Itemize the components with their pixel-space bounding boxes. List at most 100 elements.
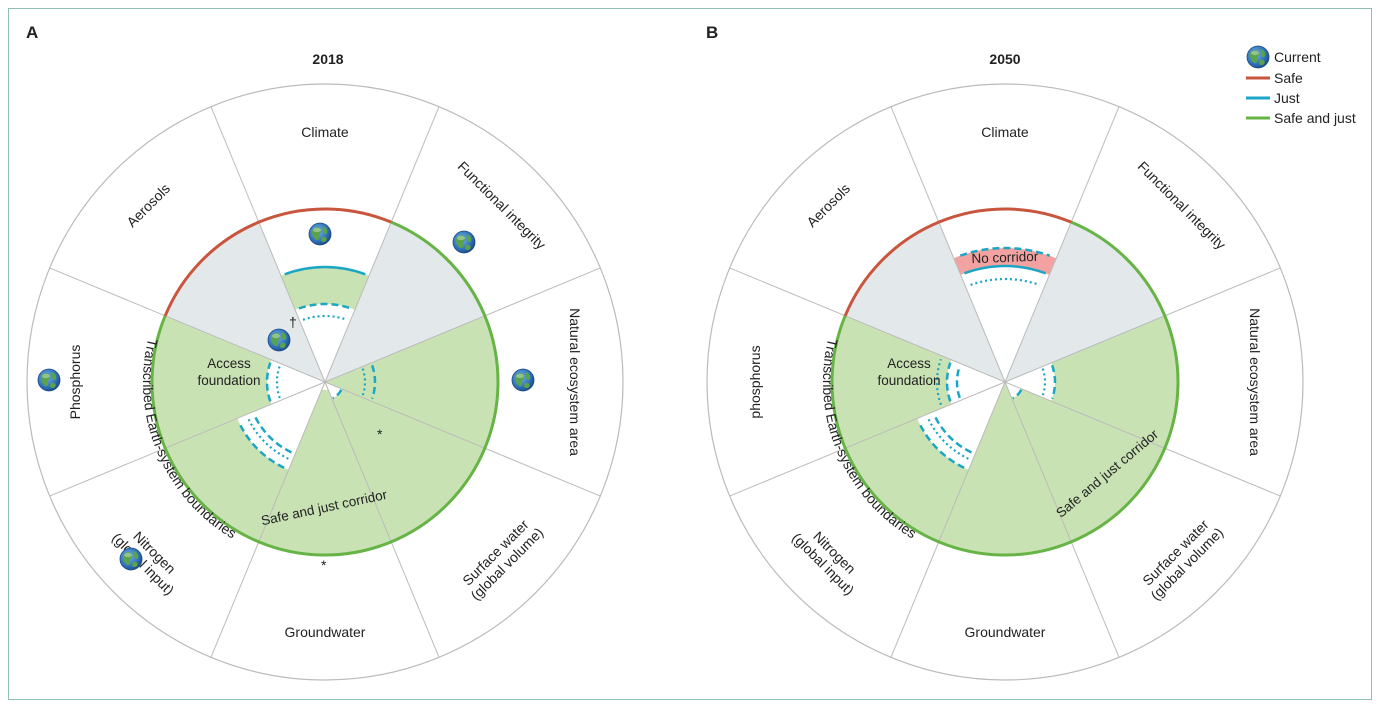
access-cutout	[1005, 362, 1055, 402]
legend-label-just: Just	[1274, 90, 1300, 106]
segment-divider	[49, 381, 326, 497]
segment-divider	[324, 106, 440, 383]
corridor-fill	[151, 266, 498, 555]
segment-divider	[1004, 381, 1120, 658]
globe-icon	[37, 368, 61, 392]
just-line-dotted	[302, 314, 348, 321]
grey-wedge-functional-integrity	[325, 222, 485, 382]
segment-label-natural-ecosystem-area: Natural ecosystem area	[567, 308, 583, 456]
segment-divider	[49, 267, 326, 383]
segment-label-functional-integrity: Functional integrity	[1135, 158, 1229, 252]
segment-label-aerosols: Aerosols	[123, 180, 173, 230]
panel-a-year: 2018	[312, 51, 343, 67]
segment-label-nitrogen: Nitrogen(global input)	[789, 518, 869, 598]
just-line	[963, 264, 1047, 275]
asterisk-marker: *	[321, 557, 327, 573]
segment-divider	[1004, 381, 1281, 497]
legend-item-just: Just	[1246, 90, 1300, 106]
segment-divider	[210, 381, 326, 658]
access-cutout	[946, 359, 1005, 405]
just-line-dashed	[945, 362, 952, 402]
just-line-dotted	[970, 277, 1040, 286]
safe-boundary-line	[843, 207, 1072, 317]
just-line-dashed	[955, 365, 961, 399]
safe-and-just-boundary-line	[830, 220, 1180, 557]
legend-label-current: Current	[1274, 49, 1321, 65]
panel-a-label: A	[26, 23, 38, 42]
just-line-dashed	[265, 362, 272, 402]
segment-label-phosphorus: phosphorus	[747, 345, 763, 418]
just-line-dashed	[332, 389, 343, 400]
safe-and-just-boundary-line	[150, 220, 500, 557]
just-line-dotted	[361, 368, 367, 396]
segment-label-climate: Climate	[981, 124, 1029, 140]
just-line-dotted	[1041, 368, 1047, 396]
segment-divider	[729, 267, 1006, 383]
just-lines	[238, 265, 377, 469]
access-cutout	[237, 382, 325, 470]
segment-divider	[324, 381, 601, 497]
just-lines	[918, 246, 1057, 469]
segment-divider	[210, 106, 326, 383]
segment-divider	[1004, 106, 1120, 383]
corridor-wedge	[258, 315, 498, 555]
segment-divider	[890, 106, 1006, 383]
corridor-fill	[832, 247, 1178, 555]
segment-divider	[324, 381, 440, 658]
corridor-wedge	[832, 315, 1178, 555]
segment-label-groundwater: Groundwater	[965, 624, 1046, 640]
globe-icon	[511, 368, 535, 392]
access-cutout	[295, 303, 355, 382]
segment-divider	[1004, 267, 1281, 383]
just-line-dashed	[370, 364, 377, 400]
legend-item-safe: Safe	[1246, 70, 1303, 86]
segment-divider	[324, 267, 601, 383]
outer-ring	[26, 83, 624, 681]
segment-label-aerosols: Aerosols	[803, 180, 853, 230]
just-line-dashed	[1050, 364, 1057, 400]
grey-wedges	[845, 222, 1165, 382]
legend-item-safe-and-just: Safe and just	[1246, 110, 1356, 126]
just-line-dashed	[253, 415, 292, 454]
asterisk-marker: *	[377, 426, 383, 442]
access-cutout	[917, 382, 1005, 470]
globe-icon	[1246, 45, 1270, 69]
panel-b-year: 2050	[989, 51, 1020, 67]
segment-label-groundwater: Groundwater	[285, 624, 366, 640]
globe-icon	[308, 222, 332, 246]
just-line-dashed	[298, 302, 352, 310]
just-line-dashed	[918, 422, 965, 469]
segment-label-surface-water: Surface water(global volume)	[456, 513, 546, 603]
just-line-dotted	[275, 365, 281, 399]
globe-icon	[452, 230, 476, 254]
panel-b-label: B	[706, 23, 718, 42]
outer-ring	[706, 83, 1304, 681]
just-line-dashed	[959, 246, 1051, 257]
legend-label-safe: Safe	[1274, 70, 1303, 86]
segment-label-surface-water: Surface water(global volume)	[1136, 513, 1226, 603]
segment-label-phosphorus: Phosphorus	[67, 345, 83, 420]
segment-divider	[890, 381, 1006, 658]
just-line-dashed	[238, 422, 285, 469]
corridor-wedge	[151, 315, 325, 449]
just-line-dashed	[1012, 389, 1023, 400]
just-line	[284, 265, 366, 276]
segment-dividers	[729, 106, 1281, 658]
grey-wedge-aerosols	[845, 222, 1005, 382]
grey-wedge-functional-integrity	[1005, 222, 1165, 382]
globe-icon	[267, 328, 291, 352]
legend: Current Safe Just Safe and just	[1246, 45, 1356, 126]
legend-label-safe-and-just: Safe and just	[1274, 110, 1356, 126]
dagger-marker: †	[289, 314, 297, 330]
access-cutout	[267, 359, 325, 405]
corridor-wedge-climate	[280, 266, 370, 310]
access-cutout	[321, 382, 329, 390]
no-corridor-label: No corridor	[971, 249, 1039, 266]
